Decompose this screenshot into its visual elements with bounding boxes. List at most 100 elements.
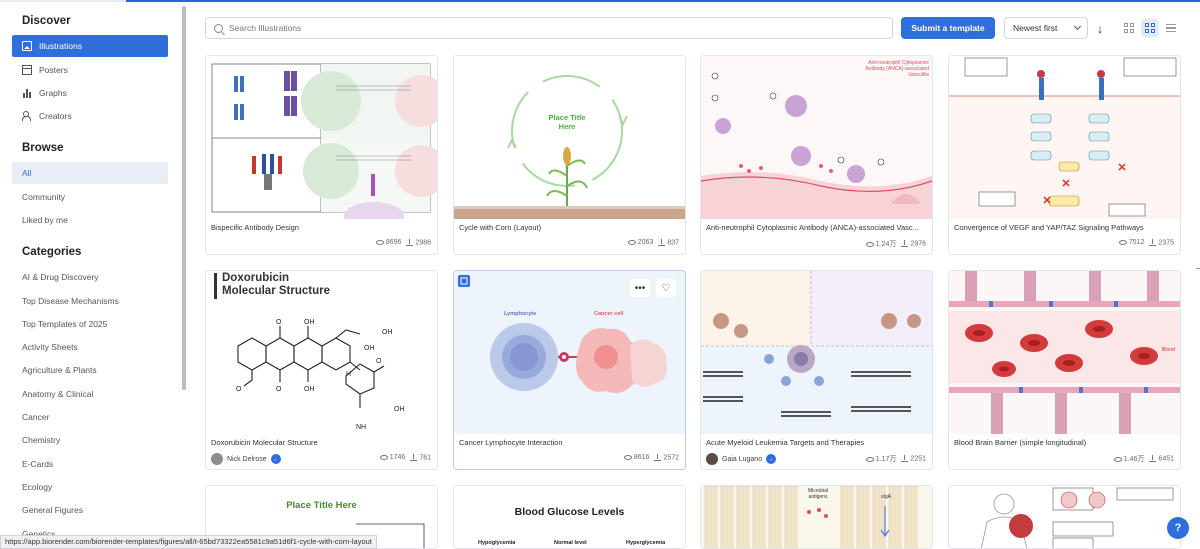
category-item[interactable]: Top Disease Mechanisms bbox=[22, 296, 119, 306]
category-item[interactable]: Activity Sheets bbox=[22, 342, 78, 352]
card-author: Gaia Lugano ✓ bbox=[706, 453, 777, 465]
download-icon bbox=[1149, 239, 1157, 246]
eye-icon bbox=[627, 239, 636, 245]
download-icon bbox=[1149, 455, 1157, 463]
card-stats: 2063 837 bbox=[627, 239, 679, 246]
views-count: 1.46万 bbox=[1113, 454, 1144, 464]
author-name: Nick Delrose bbox=[227, 455, 267, 463]
submit-template-button[interactable]: Submit a template bbox=[901, 17, 995, 39]
downloads-count: 2976 bbox=[901, 240, 926, 248]
category-item[interactable]: Genetics bbox=[22, 529, 56, 539]
card-thumbnail bbox=[701, 271, 932, 434]
thumbnail-col: Normal level bbox=[554, 540, 587, 546]
template-card[interactable]: Microbial antigens sIgA bbox=[700, 485, 933, 549]
category-item[interactable]: Cancer bbox=[22, 412, 50, 422]
template-card[interactable]: Blood Glucose Levels Hypoglycemia Normal… bbox=[453, 485, 686, 549]
top-progress-line bbox=[0, 0, 1200, 2]
thumbnail-label-blood: Blood bbox=[1162, 347, 1175, 353]
template-card[interactable] bbox=[948, 485, 1181, 549]
like-button[interactable]: ♡ bbox=[656, 279, 676, 297]
search-icon bbox=[214, 23, 223, 33]
sidebar-item-liked[interactable]: Liked by me bbox=[22, 215, 68, 225]
chevron-down-icon bbox=[1073, 22, 1082, 31]
more-options-button[interactable]: ••• bbox=[630, 279, 650, 297]
sidebar-scrollbar[interactable] bbox=[182, 6, 186, 390]
category-item[interactable]: General Figures bbox=[22, 505, 83, 515]
search-box[interactable] bbox=[205, 17, 893, 39]
category-item[interactable]: Top Templates of 2025 bbox=[22, 319, 108, 329]
sidebar-item-community[interactable]: Community bbox=[22, 192, 65, 202]
sidebar-item-creators[interactable]: Creators bbox=[12, 105, 168, 127]
card-title: Cancer Lymphocyte Interaction bbox=[459, 438, 563, 447]
sidebar-item-label: Posters bbox=[39, 65, 68, 75]
card-title: Convergence of VEGF and YAP/TAZ Signalin… bbox=[954, 223, 1144, 232]
category-item[interactable]: Agriculture & Plants bbox=[22, 365, 97, 375]
large-grid-view-button[interactable] bbox=[1120, 19, 1138, 37]
thumbnail-label-antigens: Microbial antigens bbox=[807, 488, 828, 500]
heart-icon: ♡ bbox=[661, 282, 671, 294]
template-card[interactable]: Blood Blood Brain Barrier (simple longit… bbox=[948, 270, 1181, 470]
category-item[interactable]: E-Cards bbox=[22, 459, 54, 469]
category-item[interactable]: Anatomy & Clinical bbox=[22, 389, 94, 399]
template-card[interactable]: Bispecific Antibody Design 8696 2986 bbox=[205, 55, 438, 255]
scroll-marker bbox=[1196, 268, 1200, 269]
grid-icon bbox=[1145, 23, 1155, 33]
sidebar-item-illustrations[interactable]: Illustrations bbox=[12, 35, 168, 57]
svg-text:OH: OH bbox=[382, 329, 393, 336]
help-button[interactable]: ? bbox=[1167, 517, 1189, 539]
list-view-button[interactable] bbox=[1162, 19, 1180, 37]
sidebar-item-label: Graphs bbox=[39, 88, 67, 98]
template-card[interactable]: Anti-neutrophil Cytoplasmic Antibody (AN… bbox=[700, 55, 933, 255]
card-title: Cycle with Corn (Layout) bbox=[459, 223, 542, 232]
template-card[interactable]: Acute Myeloid Leukemia Targets and Thera… bbox=[700, 270, 933, 470]
svg-text:OH: OH bbox=[304, 319, 315, 326]
card-stats: 7512 2375 bbox=[1118, 239, 1174, 246]
sidebar-item-graphs[interactable]: Graphs bbox=[12, 82, 168, 104]
downloads-count: 2375 bbox=[1149, 239, 1174, 246]
thumbnail-label-siga: sIgA bbox=[881, 494, 892, 500]
card-thumbnail bbox=[206, 56, 437, 219]
avatar bbox=[211, 453, 223, 465]
template-card[interactable]: Convergence of VEGF and YAP/TAZ Signalin… bbox=[948, 55, 1181, 255]
sidebar: Discover Illustrations Posters Graphs Cr… bbox=[0, 2, 180, 549]
thumbnail-title: Place Title Here bbox=[548, 113, 586, 131]
thumbnail-title: Doxorubicin bbox=[222, 272, 290, 284]
category-item[interactable]: Chemistry bbox=[22, 435, 61, 445]
views-count: 8696 bbox=[375, 239, 401, 246]
svg-text:OH: OH bbox=[364, 345, 375, 352]
sidebar-item-posters[interactable]: Posters bbox=[12, 59, 168, 81]
thumbnail-col: Hyperglycemia bbox=[626, 540, 666, 546]
eye-icon bbox=[379, 454, 388, 460]
download-icon bbox=[901, 455, 909, 463]
downloads-count: 837 bbox=[658, 239, 679, 246]
category-item[interactable]: Ecology bbox=[22, 482, 53, 492]
eye-icon bbox=[623, 454, 632, 460]
sort-value: Newest first bbox=[1013, 23, 1058, 33]
card-title: Bispecific Antibody Design bbox=[211, 223, 299, 232]
large-grid-icon bbox=[1124, 23, 1134, 33]
browse-heading: Browse bbox=[22, 142, 64, 154]
card-stats: 1.17万 2251 bbox=[865, 454, 926, 464]
discover-heading: Discover bbox=[22, 15, 71, 27]
ellipsis-icon: ••• bbox=[634, 282, 646, 294]
card-title: Acute Myeloid Leukemia Targets and Thera… bbox=[706, 438, 865, 447]
views-count: 8616 bbox=[623, 454, 649, 461]
card-author: Nick Delrose ✓ bbox=[211, 453, 281, 465]
search-input[interactable] bbox=[229, 23, 869, 33]
grid-view-button[interactable] bbox=[1141, 19, 1159, 37]
graph-icon bbox=[22, 88, 32, 98]
thumbnail-title: Place Title Here bbox=[286, 500, 357, 511]
template-card[interactable]: Lymphocyte Cancer cell ••• ♡ Cancer Lymp… bbox=[453, 270, 686, 470]
download-icon bbox=[406, 239, 414, 246]
downloads-count: 761 bbox=[410, 454, 431, 461]
views-count: 1.24万 bbox=[865, 239, 896, 249]
download-icon bbox=[410, 454, 418, 461]
category-item[interactable]: AI & Drug Discovery bbox=[22, 272, 99, 282]
card-thumbnail: Blood Glucose Levels Hypoglycemia Normal… bbox=[454, 486, 685, 548]
template-card[interactable]: Place Title Here Cycle with Corn (Layout… bbox=[453, 55, 686, 255]
thumbnail-title: Anti-neutrophil Cytoplasmic Antibody (AN… bbox=[865, 60, 929, 78]
sort-select[interactable]: Newest first bbox=[1004, 17, 1088, 39]
sidebar-item-all[interactable]: All bbox=[12, 162, 168, 184]
sort-direction-button[interactable]: ↓ bbox=[1096, 20, 1104, 36]
